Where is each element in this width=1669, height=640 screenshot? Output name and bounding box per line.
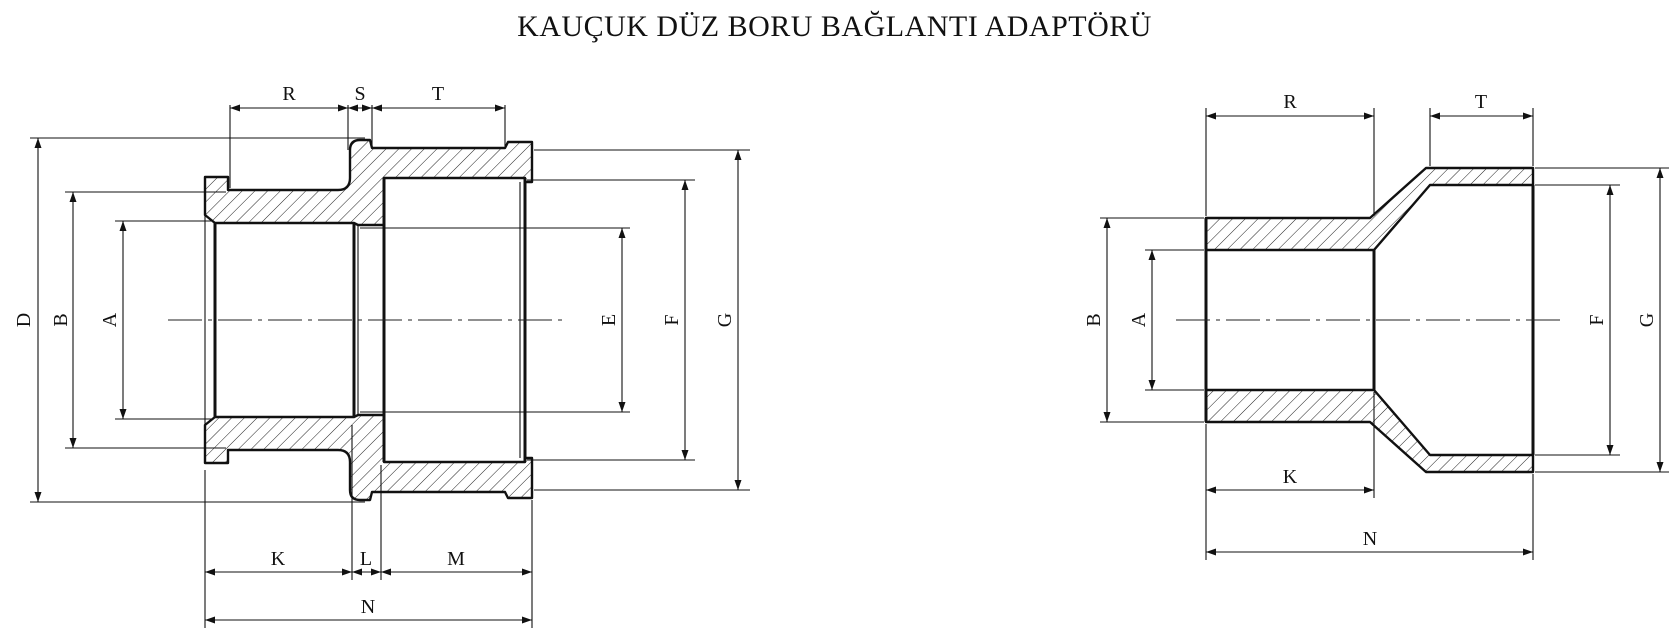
right-bottom-wall-section <box>1204 388 1535 474</box>
left-dimension-lines <box>34 104 742 624</box>
left-label-e: E <box>598 314 620 326</box>
left-label-r: R <box>282 83 296 105</box>
left-label-b: B <box>50 313 72 326</box>
left-label-n: N <box>361 596 375 618</box>
left-label-l: L <box>360 548 372 570</box>
left-label-m: M <box>447 548 465 570</box>
left-bottom-wall-section <box>203 413 534 502</box>
left-dimension-labels: R S T D B A E F G K L M N <box>13 83 736 618</box>
diagram-title: KAUÇUK DÜZ BORU BAĞLANTI ADAPTÖRÜ <box>517 10 1152 43</box>
left-view: R S T D B A E F G K L M N <box>13 83 750 628</box>
right-dimension-lines <box>1103 112 1664 556</box>
left-label-t: T <box>432 83 444 105</box>
right-top-wall-section <box>1204 166 1535 252</box>
right-label-b: B <box>1083 313 1105 326</box>
right-extension-lines <box>1100 108 1669 560</box>
right-label-t: T <box>1475 91 1487 113</box>
left-label-f: F <box>661 314 683 325</box>
right-dimension-labels: R T B A F G K N <box>1083 91 1658 550</box>
right-label-f: F <box>1586 314 1608 325</box>
right-label-k: K <box>1283 466 1298 488</box>
left-extension-lines <box>30 105 750 628</box>
right-label-n: N <box>1363 528 1377 550</box>
left-label-s: S <box>354 83 365 105</box>
left-label-g: G <box>714 313 736 327</box>
left-label-d: D <box>13 313 35 327</box>
left-label-a: A <box>99 312 121 327</box>
right-view: R T B A F G K N <box>1083 91 1669 560</box>
right-label-r: R <box>1283 91 1297 113</box>
right-label-a: A <box>1128 312 1150 327</box>
right-label-g: G <box>1636 313 1658 327</box>
left-label-k: K <box>271 548 286 570</box>
left-top-wall-section <box>203 138 534 227</box>
